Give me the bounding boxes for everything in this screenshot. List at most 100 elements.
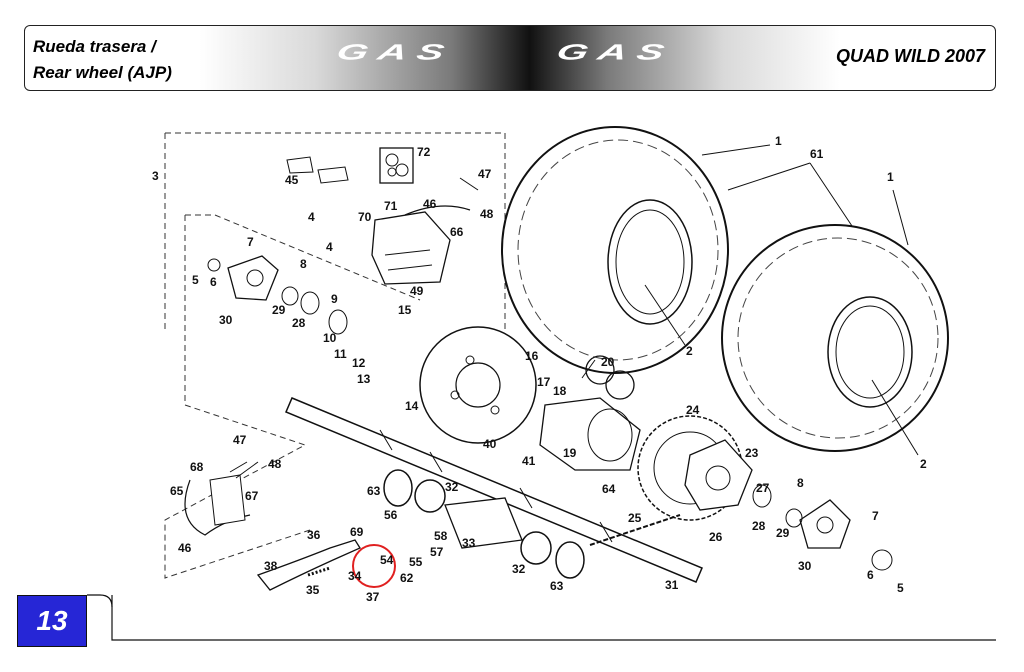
callout-54: 54 bbox=[380, 553, 394, 567]
callout-1: 1 bbox=[887, 170, 894, 184]
callout-32: 32 bbox=[445, 480, 459, 494]
callout-9: 9 bbox=[331, 292, 338, 306]
callout-11: 11 bbox=[334, 347, 347, 361]
callout-15: 15 bbox=[398, 303, 412, 317]
callout-47: 47 bbox=[478, 167, 492, 181]
callout-72: 72 bbox=[417, 145, 431, 159]
callout-5: 5 bbox=[897, 581, 904, 595]
callout-12: 12 bbox=[352, 356, 366, 370]
bearing-29a bbox=[281, 286, 299, 306]
callout-65: 65 bbox=[170, 484, 184, 498]
callout-28: 28 bbox=[292, 316, 306, 330]
callout-23: 23 bbox=[745, 446, 759, 460]
callout-33: 33 bbox=[462, 536, 476, 550]
page-frame-line bbox=[111, 595, 996, 641]
brake-disc bbox=[419, 326, 537, 444]
callout-labels: 1 61 1 3 72 45 47 46 71 48 70 4 66 4 7 8… bbox=[152, 134, 927, 604]
seal-kit-box bbox=[379, 147, 414, 184]
seal-63a bbox=[383, 469, 413, 507]
callout-36: 36 bbox=[307, 528, 321, 542]
bearing-32a bbox=[414, 479, 446, 513]
callout-19: 19 bbox=[563, 446, 577, 460]
callout-71: 71 bbox=[384, 199, 398, 213]
rear-tyre-back bbox=[501, 126, 729, 374]
callout-46: 46 bbox=[178, 541, 192, 555]
callout-38: 38 bbox=[264, 559, 278, 573]
group-box-3 bbox=[165, 132, 506, 345]
highlight-circle bbox=[352, 544, 396, 588]
leader-lines bbox=[229, 144, 919, 479]
callout-16: 16 bbox=[525, 349, 539, 363]
callout-32: 32 bbox=[512, 562, 526, 576]
callout-4: 4 bbox=[326, 240, 333, 254]
callout-48: 48 bbox=[480, 207, 494, 221]
title-spanish: Rueda trasera / bbox=[33, 37, 156, 56]
callout-35: 35 bbox=[306, 583, 320, 597]
title-english: Rear wheel (AJP) bbox=[33, 63, 172, 82]
master-cylinder bbox=[209, 474, 246, 526]
brake-pad-left bbox=[286, 156, 314, 174]
nut-6a bbox=[207, 258, 221, 272]
brake-hose bbox=[404, 205, 471, 216]
callout-26: 26 bbox=[709, 530, 723, 544]
spacer-28a bbox=[300, 291, 320, 315]
callout-66: 66 bbox=[450, 225, 464, 239]
spacer-28b bbox=[752, 484, 772, 508]
callout-14: 14 bbox=[405, 399, 419, 413]
page-header: Rueda trasera / Rear wheel (AJP) GAS GAS… bbox=[24, 25, 996, 91]
bearing-10 bbox=[328, 309, 348, 335]
callout-56: 56 bbox=[384, 508, 398, 522]
callout-7: 7 bbox=[872, 509, 879, 523]
callout-2: 2 bbox=[686, 344, 693, 358]
callout-37: 37 bbox=[366, 590, 380, 604]
callout-40: 40 bbox=[483, 437, 497, 451]
bearing-carrier bbox=[539, 397, 641, 471]
callout-49: 49 bbox=[410, 284, 424, 298]
callout-58: 58 bbox=[434, 529, 448, 543]
callout-25: 25 bbox=[628, 511, 642, 525]
callout-64: 64 bbox=[602, 482, 616, 496]
bearing-29b bbox=[785, 508, 803, 528]
callout-1: 1 bbox=[775, 134, 782, 148]
callout-18: 18 bbox=[553, 384, 567, 398]
callout-55: 55 bbox=[409, 555, 423, 569]
callout-34: 34 bbox=[348, 569, 362, 583]
callout-28: 28 bbox=[752, 519, 766, 533]
callout-8: 8 bbox=[797, 476, 804, 490]
callout-6: 6 bbox=[867, 568, 874, 582]
callout-3: 3 bbox=[152, 169, 159, 183]
callout-68: 68 bbox=[190, 460, 204, 474]
callout-20: 20 bbox=[601, 355, 615, 369]
callout-62: 62 bbox=[400, 571, 414, 585]
brake-caliper bbox=[371, 211, 451, 285]
callout-2: 2 bbox=[920, 457, 927, 471]
callout-5: 5 bbox=[192, 273, 199, 287]
callout-17: 17 bbox=[537, 375, 551, 389]
callout-10: 10 bbox=[323, 331, 337, 345]
o-ring-20a bbox=[585, 355, 615, 385]
callout-4: 4 bbox=[308, 210, 315, 224]
callout-6: 6 bbox=[210, 275, 217, 289]
callout-67: 67 bbox=[245, 489, 259, 503]
callout-7: 7 bbox=[247, 235, 254, 249]
callout-63: 63 bbox=[367, 484, 381, 498]
o-ring-20b bbox=[605, 370, 635, 400]
callout-61: 61 bbox=[810, 147, 824, 161]
callout-29: 29 bbox=[272, 303, 286, 317]
callout-63: 63 bbox=[550, 579, 564, 593]
right-hub bbox=[799, 499, 851, 549]
callout-47: 47 bbox=[233, 433, 247, 447]
callout-31: 31 bbox=[665, 578, 679, 592]
callout-48: 48 bbox=[268, 457, 282, 471]
sprocket-carrier bbox=[684, 439, 753, 511]
page-frame-corner bbox=[87, 594, 113, 608]
callout-24: 24 bbox=[686, 403, 700, 417]
left-hub bbox=[227, 255, 279, 301]
nut-6b bbox=[871, 549, 893, 571]
callout-30: 30 bbox=[798, 559, 812, 573]
chain bbox=[589, 514, 681, 546]
callout-46: 46 bbox=[423, 197, 437, 211]
rear-tyre-front bbox=[721, 224, 949, 452]
callout-8: 8 bbox=[300, 257, 307, 271]
